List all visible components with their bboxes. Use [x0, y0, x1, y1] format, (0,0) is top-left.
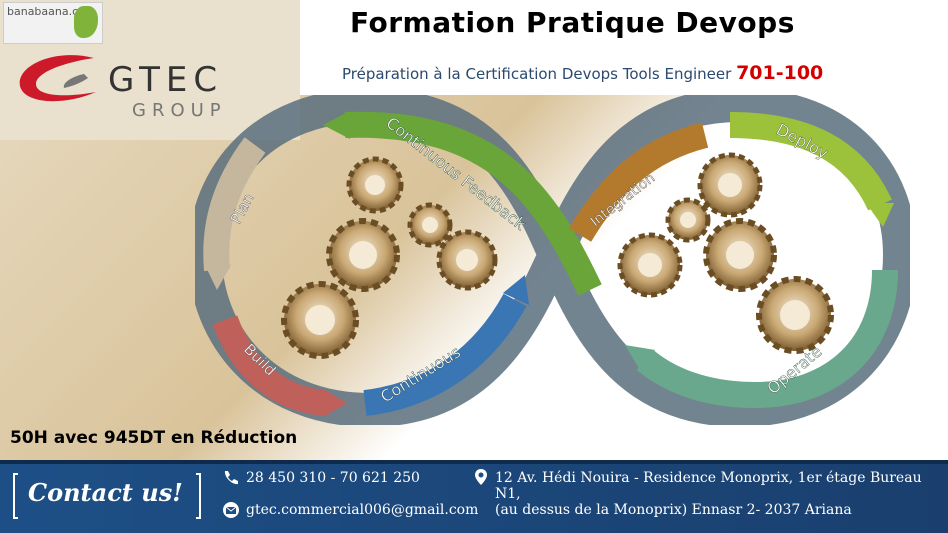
page-title: Formation Pratique Devops — [350, 6, 795, 39]
contact-us-label[interactable]: Contact us! — [28, 478, 183, 507]
location-icon — [475, 469, 487, 485]
banabaana-text: banabaana.com — [7, 5, 96, 18]
banabaana-logo[interactable]: banabaana.com — [3, 2, 103, 44]
africa-icon — [74, 6, 98, 38]
deploy-arrow — [729, 112, 892, 211]
gear-cluster-left — [281, 156, 498, 359]
address-line-2: (au dessus de la Monoprix) Ennasr 2- 203… — [495, 502, 852, 518]
contact-frame — [13, 473, 201, 519]
gear-cluster-right — [617, 152, 834, 354]
build-arrow — [212, 315, 327, 416]
address-line-1: 12 Av. Hédi Nouira - Residence Monoprix,… — [495, 470, 922, 502]
continuous-arrow — [363, 293, 527, 416]
gtec-logo-group: GROUP — [132, 100, 227, 121]
operate-arrow — [636, 269, 898, 409]
footer — [0, 460, 948, 533]
gtec-swoosh-icon — [19, 55, 96, 102]
promo-text: 50H avec 945DT en Réduction — [10, 428, 298, 448]
integration-arrow — [568, 122, 709, 242]
phone-numbers[interactable]: 28 450 310 - 70 621 250 — [246, 470, 420, 486]
footer-stripe — [0, 460, 948, 464]
header-panel — [300, 0, 948, 95]
email-address[interactable]: gtec.commercial006@gmail.com — [246, 502, 479, 518]
email-icon — [223, 502, 239, 518]
plan-arrow — [203, 137, 266, 272]
gtec-logo-name: GTEC — [108, 60, 224, 100]
certification-code: 701-100 — [736, 62, 824, 84]
page-subtitle: Préparation à la Certification Devops To… — [342, 62, 823, 84]
feedback-arrow — [344, 111, 602, 296]
phone-icon — [224, 471, 238, 485]
devops-cycle-diagram: Plan Build Continuous Continuous Feedbac… — [195, 95, 910, 425]
subtitle-text: Préparation à la Certification Devops To… — [342, 65, 732, 83]
